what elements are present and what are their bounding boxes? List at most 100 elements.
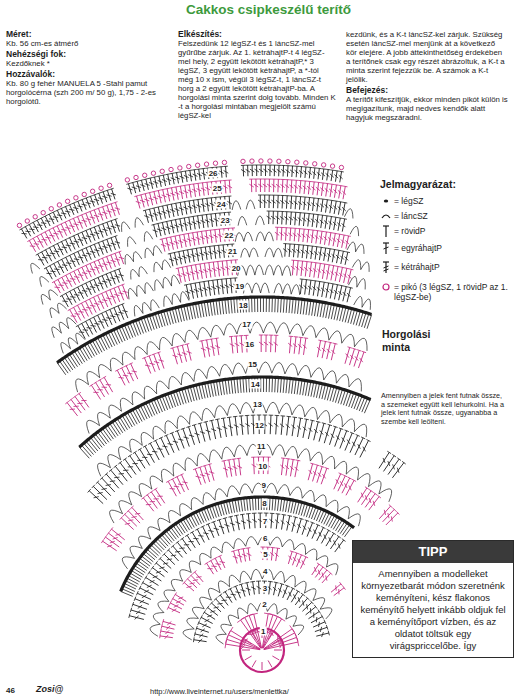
stitch-top — [186, 426, 190, 427]
stitch-bar — [86, 307, 91, 309]
chain-loop — [150, 476, 163, 489]
stitch-symbol — [70, 273, 76, 285]
stitch-bar — [284, 590, 287, 594]
stitch-symbol — [211, 561, 217, 572]
stitch-symbol — [206, 422, 211, 440]
stitch-top — [217, 228, 221, 229]
stitch-top — [221, 244, 225, 245]
chain-loop — [169, 376, 181, 389]
stitch-bar — [280, 643, 282, 648]
stitch-top — [252, 513, 257, 514]
stitch-top — [60, 276, 64, 278]
stitch-symbol — [269, 297, 270, 312]
stitch-symbol — [209, 464, 214, 480]
stitch-top — [203, 610, 206, 614]
stitch-symbol — [345, 347, 350, 363]
stitch-top — [291, 260, 295, 261]
stitch-symbol — [326, 303, 329, 318]
stitch-symbol — [291, 591, 298, 602]
chain-loop — [368, 481, 381, 494]
stitch-symbol — [69, 354, 77, 367]
stitch-bar — [312, 286, 316, 290]
stitch-bar — [174, 605, 179, 608]
stitch-top — [332, 532, 336, 534]
chain-loop — [67, 318, 76, 329]
chain-loop — [187, 618, 199, 629]
stitch-bar — [50, 271, 55, 273]
stitch-bar — [346, 354, 349, 358]
chain-loop — [348, 514, 360, 526]
stitch-top — [218, 594, 222, 597]
stitch-symbol — [134, 565, 145, 572]
stitch-bar — [301, 250, 305, 253]
chain-loop — [224, 324, 237, 336]
stitch-symbol — [322, 282, 325, 297]
stitch-symbol — [110, 309, 116, 323]
stitch-top — [145, 493, 149, 496]
stitch-bar — [187, 586, 192, 587]
stitch-top — [110, 527, 113, 531]
stitch-symbol — [135, 320, 140, 334]
stitch-symbol — [195, 469, 201, 485]
stitch-symbol — [308, 420, 312, 439]
stitch-symbol — [180, 521, 187, 532]
stitch-bar — [174, 486, 179, 488]
stitch-symbol — [127, 578, 138, 584]
stitch-bar — [182, 256, 187, 258]
stitch-symbol — [324, 232, 326, 245]
stitch-top — [306, 229, 310, 230]
stitch-symbol — [74, 271, 80, 283]
stitch-symbol — [105, 537, 119, 547]
stitch-symbol — [287, 417, 289, 436]
stitch-bar — [170, 488, 175, 489]
stitch-top — [230, 243, 234, 244]
chain-loop — [354, 338, 367, 351]
stitch-top — [164, 237, 168, 238]
stitch-top — [194, 247, 198, 249]
stitch-top — [297, 244, 301, 245]
stitch-top — [142, 357, 146, 359]
stitch-symbol — [289, 298, 290, 313]
chain-loop — [265, 248, 274, 257]
stitch-symbol — [346, 236, 349, 249]
stitch-top — [309, 261, 313, 263]
chain-loop — [220, 364, 233, 376]
stitch-bar — [157, 448, 162, 450]
stitch-top — [208, 229, 212, 231]
stitch-bar — [206, 347, 211, 349]
stitch-symbol — [386, 513, 398, 525]
stitch-top — [281, 415, 286, 416]
stitch-symbol — [82, 285, 88, 297]
stitch-bar — [222, 600, 227, 601]
chain-loop — [141, 432, 154, 445]
stitch-bar — [198, 639, 202, 643]
chain-loop — [164, 296, 172, 307]
stitch-top — [246, 513, 251, 514]
chain-loop — [274, 283, 283, 293]
pattern-round — [88, 415, 406, 504]
stitch-top — [116, 305, 120, 307]
stitch-bar — [322, 632, 324, 637]
stitch-bar — [319, 532, 322, 537]
chain-loop — [122, 352, 135, 365]
stitch-top — [193, 571, 197, 574]
stitch-top — [343, 586, 346, 590]
stitch-bar — [184, 544, 189, 545]
stitch-bar — [102, 281, 107, 282]
stitch-top — [244, 582, 249, 583]
stitch-top — [293, 228, 297, 229]
stitch-bar — [98, 265, 103, 266]
chain-loop — [153, 246, 161, 256]
stitch-bar — [361, 493, 363, 498]
chain-loop — [151, 300, 159, 311]
chain-loop — [277, 323, 290, 334]
stitch-symbol — [303, 338, 305, 355]
chain-loop — [155, 280, 163, 291]
stitch-top — [193, 264, 197, 266]
stitch-bar — [330, 289, 334, 293]
stitch-symbol — [106, 292, 112, 306]
stitch-bar — [216, 268, 221, 270]
stitch-symbol — [140, 558, 150, 566]
stitch-top — [113, 236, 117, 237]
chain-loop — [191, 498, 203, 510]
